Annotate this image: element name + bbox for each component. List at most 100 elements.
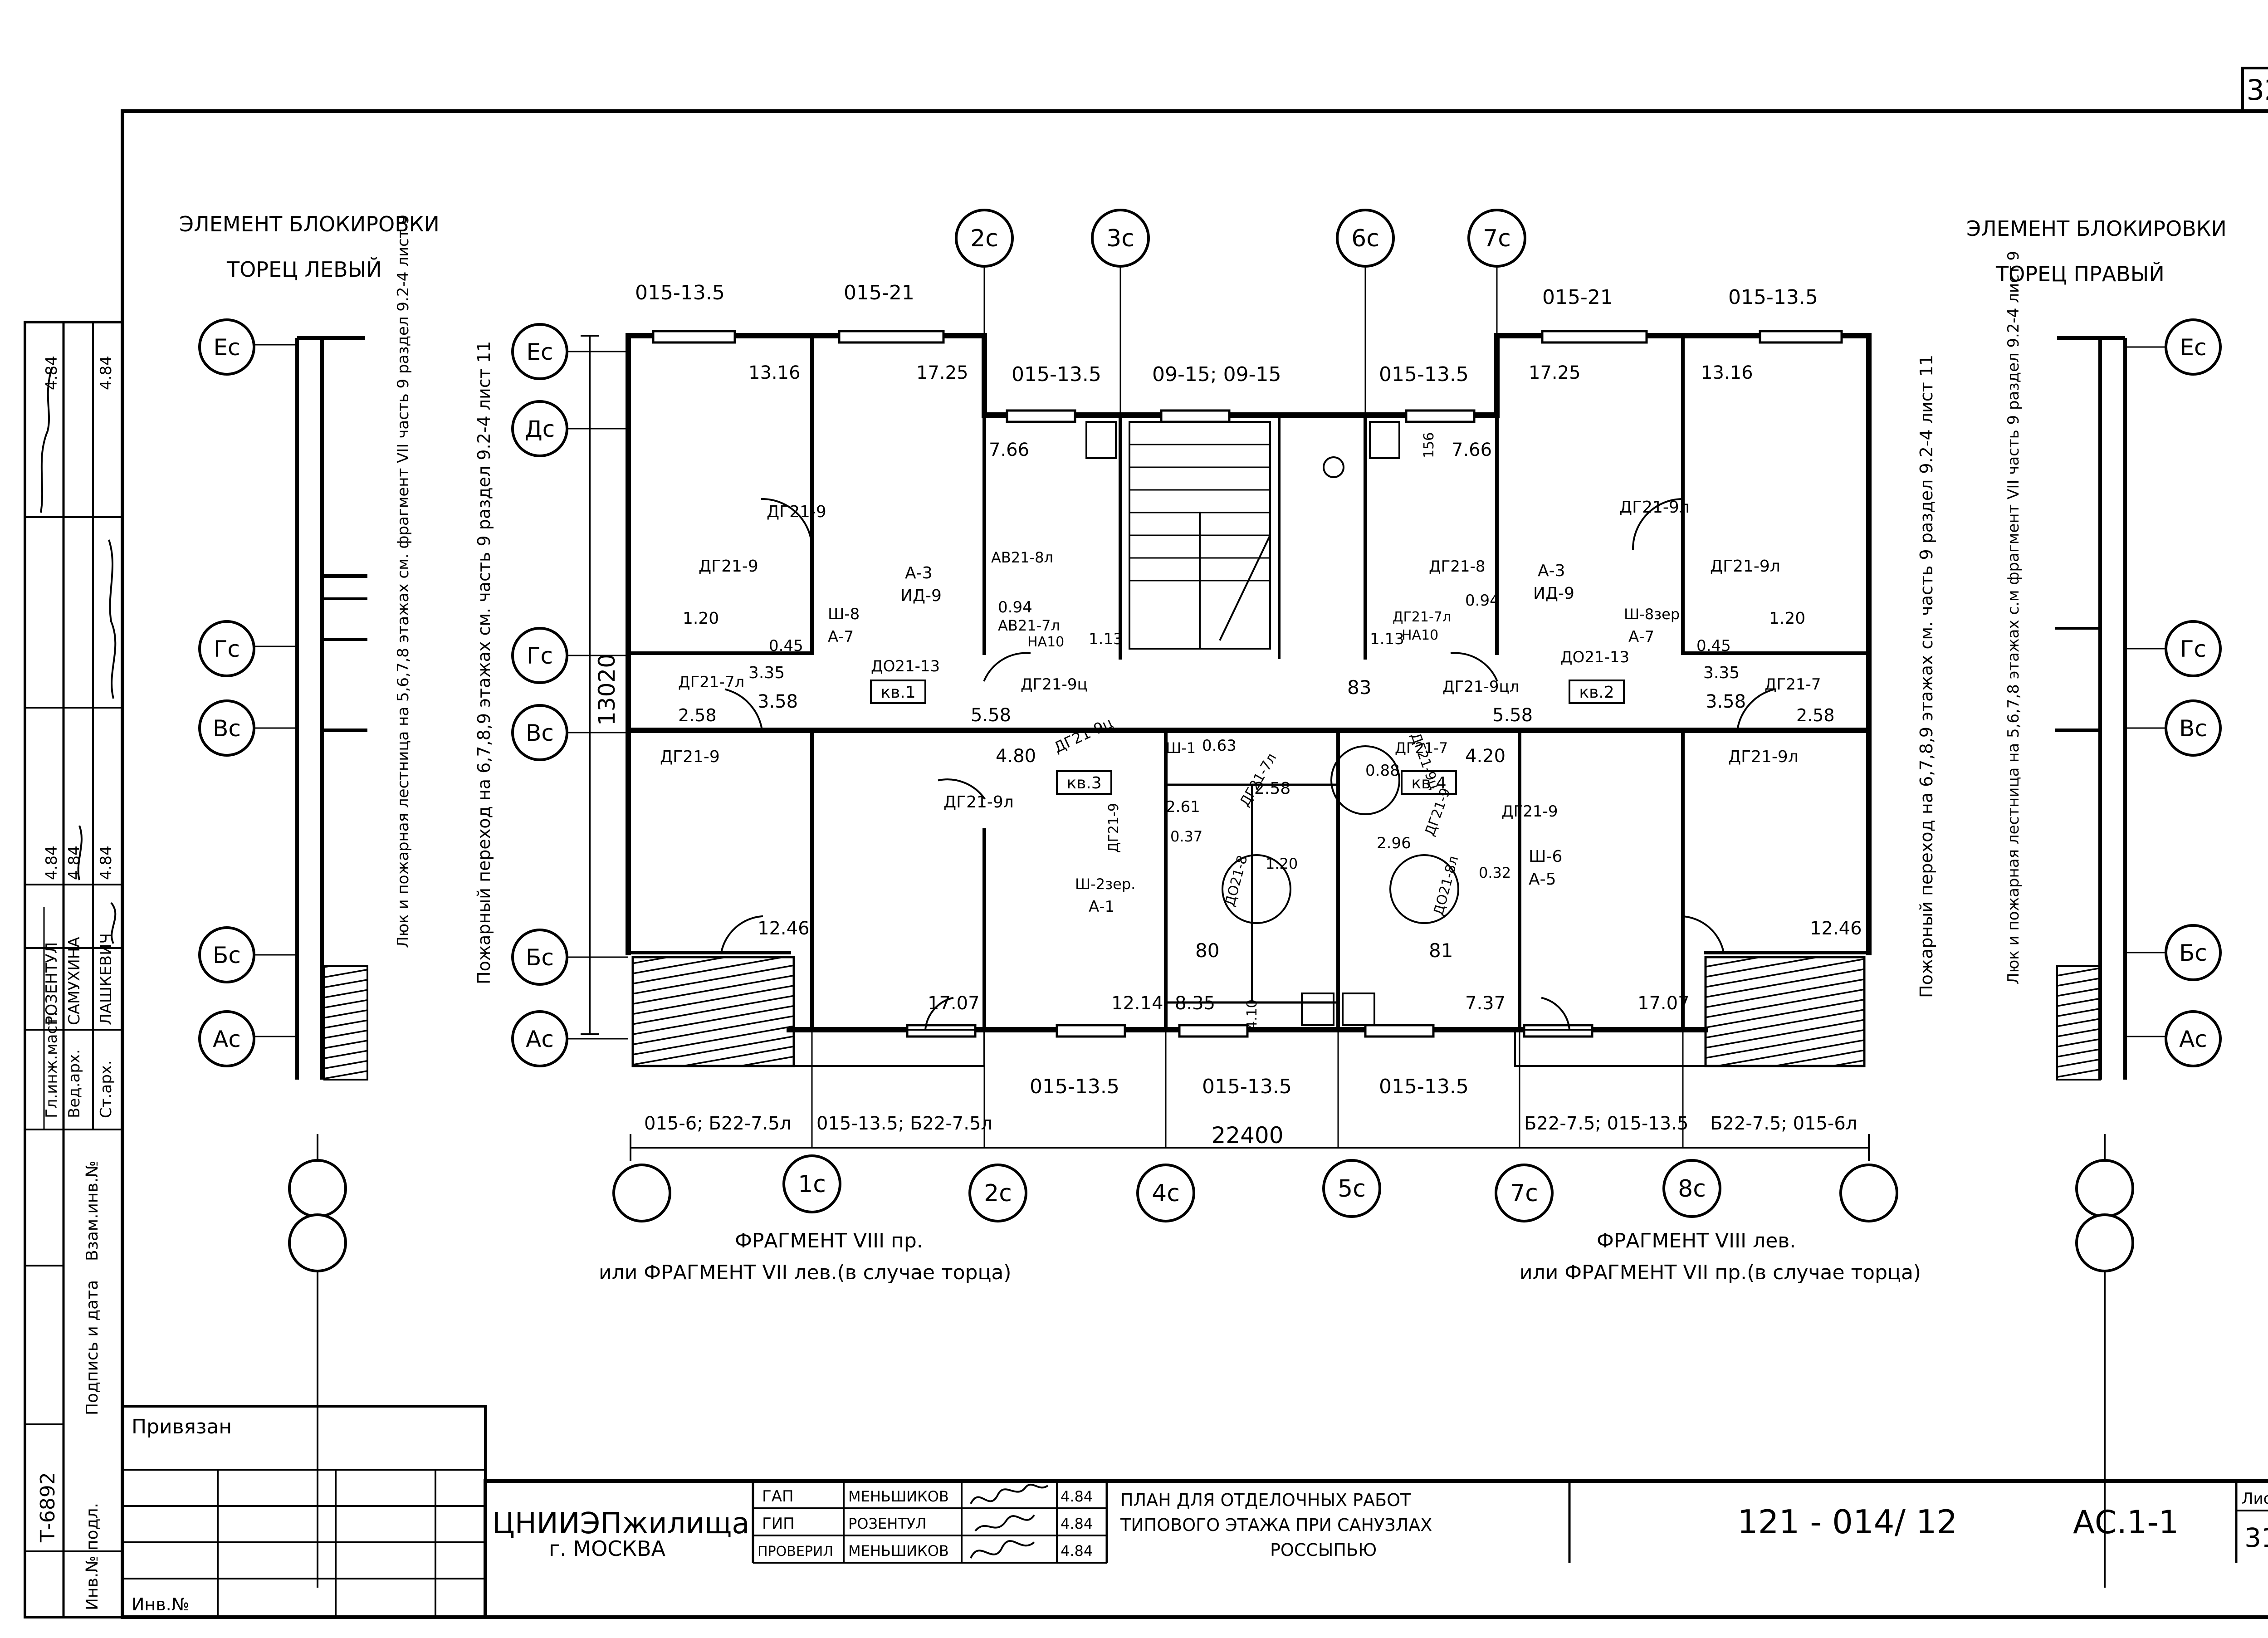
room-area: 7.66 xyxy=(1452,440,1492,460)
room-area: 3.35 xyxy=(748,664,785,682)
room-area: 2.58 xyxy=(1254,779,1290,798)
room-area: 2.58 xyxy=(1796,705,1835,725)
equipment-label: Ш-6 xyxy=(1529,847,1562,866)
stamp-top-date-2: 4.84 xyxy=(97,356,115,390)
axis-label-plan-1: Ес xyxy=(526,339,553,365)
project-code: 121 - 014/ 12 xyxy=(1737,1503,1957,1541)
sign-role-2: ГИП xyxy=(762,1515,795,1533)
equipment-label: НА10 xyxy=(1027,634,1064,650)
room-area: 7.37 xyxy=(1465,993,1505,1014)
axis-bubbles-right-end xyxy=(2165,318,2222,1067)
window-label: 015-13.5 xyxy=(1012,363,1101,386)
fragment-right-line2: или ФРАГМЕНТ VII пр.(в случае торца) xyxy=(1520,1261,1921,1284)
room-area: 3.58 xyxy=(1706,691,1746,712)
axis-label-bottom-2: 2с xyxy=(984,1180,1012,1207)
stamp-inv-value: Т-6892 xyxy=(36,1472,59,1543)
axis-label-top-4: 7с xyxy=(1483,225,1511,252)
drawing-code: АС.1-1 xyxy=(2073,1504,2179,1541)
axis-label-bottom-6: 8с xyxy=(1678,1175,1706,1203)
page-number: 32 xyxy=(2247,73,2268,107)
sign-date-2: 4.84 xyxy=(1061,1515,1093,1532)
room-area: 13.16 xyxy=(1701,362,1753,383)
right-end-wall xyxy=(2055,336,2127,1588)
title-block xyxy=(121,1405,2268,1619)
axis-bubble-top-6c xyxy=(1336,209,1395,268)
axis-bubble-top-7c xyxy=(1467,209,1526,268)
fragment-left-line1: ФРАГМЕНТ VIII пр. xyxy=(735,1229,923,1252)
axis-label-right-end-1: Ес xyxy=(2180,334,2206,361)
window-label: 09-15; 09-15 xyxy=(1152,363,1281,386)
door-label: ДГ21-9л xyxy=(1710,557,1780,576)
dimension-lines xyxy=(254,268,2168,1161)
stamp-signatures xyxy=(40,367,117,944)
door-label: ДГ21-7 xyxy=(1395,739,1448,757)
drawing-title-line2: ТИПОВОГО ЭТАЖА ПРИ САНУЗЛАХ xyxy=(1120,1515,1432,1535)
room-area: 4.20 xyxy=(1465,746,1505,767)
equipment-label: А-3 xyxy=(905,564,933,582)
left-stamp xyxy=(24,321,124,1618)
room-area: 0.88 xyxy=(1365,762,1400,780)
room-area: 0.63 xyxy=(1202,737,1237,755)
equipment-label: ИД-9 xyxy=(1533,584,1574,603)
room-area: 0.45 xyxy=(769,637,803,655)
axis-label-plan-6: Ас xyxy=(526,1026,554,1052)
left-end-wall xyxy=(295,336,368,1588)
axis-label-bottom-5: 7с xyxy=(1510,1180,1538,1207)
stamp-name-3: ЛАШКЕВИЧ xyxy=(97,933,115,1025)
window-label: 015-13.5 xyxy=(1379,363,1469,386)
sign-date-3: 4.84 xyxy=(1061,1542,1093,1560)
room-area: 17.25 xyxy=(916,362,968,383)
axis-label-left-end-3: Вс xyxy=(213,715,241,742)
axis-label-plan-5: Бс xyxy=(526,944,554,971)
window-label: 015-13.5 xyxy=(1728,286,1818,309)
axis-label-plan-4: Вс xyxy=(526,720,554,746)
room-area: 17.07 xyxy=(928,993,980,1014)
left-fire-passage-note: Пожарный переход на 6,7,8,9 этажах см. ч… xyxy=(474,341,494,984)
axis-bubble-top-2c xyxy=(955,209,1014,268)
window-label: 015-21 xyxy=(1542,286,1613,309)
window-label: 015-13.5; Б22-7.5л xyxy=(816,1113,992,1134)
left-element-subtitle: ТОРЕЦ ЛЕВЫЙ xyxy=(226,257,382,282)
room-area: 2.61 xyxy=(1166,798,1200,816)
stamp-role-2: Вед.арх. xyxy=(65,1049,83,1118)
overall-depth-dimension: 13020 xyxy=(594,654,620,726)
room-area: 3.35 xyxy=(1703,664,1740,682)
door-label: АВ21-7л xyxy=(998,617,1060,634)
apartment-tags xyxy=(870,680,1625,795)
organization-name: ЦНИИЭПжилища xyxy=(492,1507,750,1540)
equipment-label: Ш-8 xyxy=(828,605,860,623)
window-labels-top: 015-13.5 015-21 015-13.5 09-15; 09-15 01… xyxy=(635,281,1818,386)
axis-label-bottom-1: 1с xyxy=(798,1171,826,1198)
right-element-title: ЭЛЕМЕНТ БЛОКИРОВКИ xyxy=(1966,216,2227,241)
door-label: ДГ21-9 xyxy=(699,557,758,576)
room-area: 80 xyxy=(1195,939,1219,962)
room-area: 2.58 xyxy=(678,705,717,725)
window-label: 015-13.5 xyxy=(1379,1075,1469,1098)
room-area: 12.14 xyxy=(1111,993,1163,1014)
axis-label-bottom-3: 4с xyxy=(1152,1180,1180,1207)
window-label: 015-13.5 xyxy=(1030,1075,1119,1098)
window-label: 015-21 xyxy=(844,281,914,304)
window-label: 015-13.5 xyxy=(635,281,725,304)
door-label: ДГ21-7л xyxy=(1393,609,1451,625)
room-area: 0.94 xyxy=(998,598,1032,616)
axis-label-top-2: 3с xyxy=(1106,225,1134,252)
apartment-tag-2: кв.2 xyxy=(1579,683,1614,702)
door-label: ДГ21-9цл xyxy=(1442,678,1519,696)
sign-name-3: МЕНЬШИКОВ xyxy=(848,1542,949,1560)
window-labels-bottom: 015-13.5 015-13.5 015-13.5 015-6; Б22-7.… xyxy=(644,1075,1857,1134)
axis-label-bottom-4: 5с xyxy=(1338,1175,1366,1203)
sign-role-3: ПРОВЕРИЛ xyxy=(758,1544,833,1560)
window-label: Б22-7.5; 015-6л xyxy=(1710,1113,1857,1134)
window-label: 015-6; Б22-7.5л xyxy=(644,1113,791,1134)
equipment-label: Ш-1 xyxy=(1166,739,1196,757)
room-area: 1.13 xyxy=(1089,630,1123,648)
window-label: Б22-7.5; 015-13.5 xyxy=(1524,1113,1688,1134)
axis-label-right-end-2: Гс xyxy=(2180,636,2206,662)
equipment-label: А-3 xyxy=(1538,562,1565,580)
axis-bubbles-plan-left xyxy=(511,323,568,1067)
axis-label-top-3: 6с xyxy=(1351,225,1379,252)
stamp-role-3: Ст.арх. xyxy=(97,1060,115,1118)
axis-label-top-1: 2с xyxy=(970,225,998,252)
axis-label-right-end-3: Вс xyxy=(2179,715,2207,742)
